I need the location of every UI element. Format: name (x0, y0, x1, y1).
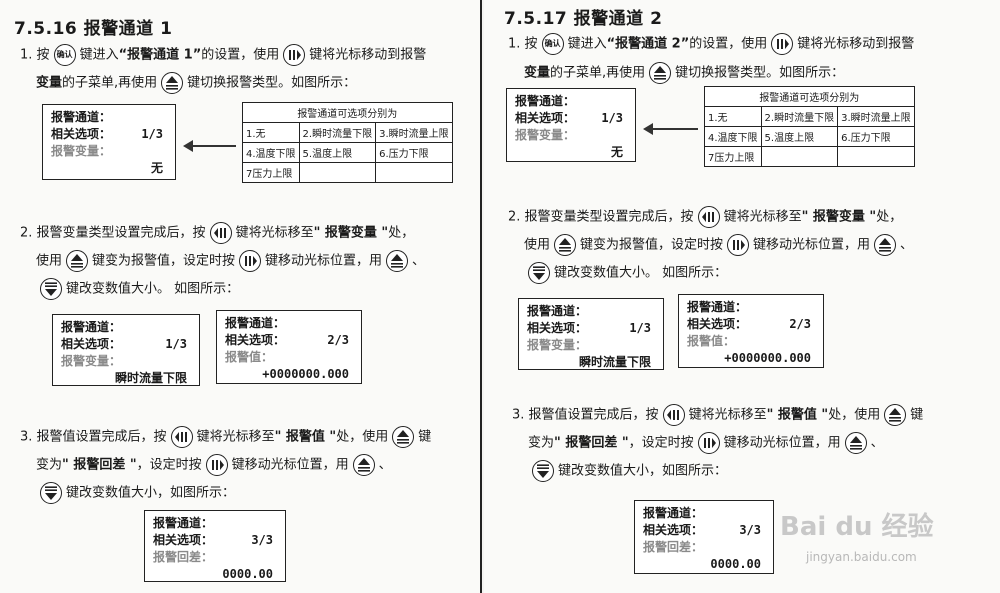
step-1-line-2: 变量的子菜单,再使用键切换报警类型。如图所示： (524, 62, 844, 84)
table-row: 7压力上限 (704, 146, 915, 167)
step-3-line-1: 3. 报警值设置完成后，按键将光标移至" 报警值 "处，使用键 (20, 426, 431, 448)
enter-key-icon: 确认 (53, 44, 76, 66)
lcd-screen: 报警通道： 相关选项：1/3 报警变量： 无 (42, 104, 176, 180)
lcd-screen: 报警通道： 相关选项：1/3 报警变量： 瞬时流量下限 (52, 314, 200, 386)
shift-key-icon (697, 432, 720, 454)
shift-key-icon (205, 454, 228, 476)
down-key-icon (532, 460, 554, 482)
down-key-icon (528, 262, 550, 284)
lcd-screen: 报警通道： 相关选项：1/3 报警变量： 无 (506, 88, 636, 162)
step-2-line-2: 使用键变为报警值，设定时按键移动光标位置，用、 (36, 250, 425, 272)
lcd-screen: 报警通道： 相关选项：3/3 报警回差： 0000.00 (144, 510, 286, 582)
down-key-icon (40, 278, 62, 300)
up-key-icon (386, 250, 409, 272)
step-3-line-3: 键改变数值大小，如图所示： (36, 482, 235, 504)
shift-left-key-icon (209, 222, 232, 244)
arrow-left-icon (643, 123, 698, 135)
up-key-icon (161, 72, 184, 94)
table-row: 7压力上限 (242, 162, 453, 183)
step-3-line-1: 3. 报警值设置完成后，按键将光标移至" 报警值 "处，使用键 (512, 404, 923, 426)
up-key-icon (352, 454, 375, 476)
lcd-screen: 报警通道： 相关选项：2/3 报警值： +0000000.000 (678, 294, 824, 368)
shift-left-key-icon (170, 426, 193, 448)
step-2-line-1: 2. 报警变量类型设置完成后，按键将光标移至" 报警变量 "处， (20, 222, 414, 244)
up-key-icon (874, 234, 897, 256)
step-3-line-2: 变为" 报警回差 "，设定时按键移动光标位置，用、 (528, 432, 884, 454)
up-key-icon (66, 250, 89, 272)
right-page: 7.5.17 报警通道 2 1. 按确认键进入“报警通道 2”的设置，使用键将光… (484, 0, 1000, 593)
section-heading: 7.5.16 报警通道 1 (14, 19, 173, 39)
step-2-line-2: 使用键变为报警值，设定时按键移动光标位置，用、 (524, 234, 913, 256)
enter-key-icon: 确认 (541, 33, 564, 55)
step-1-line-1: 1. 按确认键进入“报警通道 1”的设置，使用键将光标移动到报警 (20, 44, 426, 66)
lcd-screen: 报警通道： 相关选项：3/3 报警回差： 0000.00 (634, 500, 774, 574)
shift-key-icon (283, 44, 306, 66)
step-2-line-3: 键改变数值大小。 如图所示： (36, 278, 239, 300)
lcd-screen: 报警通道： 相关选项：1/3 报警变量： 瞬时流量下限 (518, 298, 664, 370)
down-key-icon (40, 482, 62, 504)
shift-key-icon (771, 33, 794, 55)
lcd-screen: 报警通道： 相关选项：2/3 报警值： +0000000.000 (216, 310, 362, 384)
watermark-url: jingyan.baidu.com (806, 550, 917, 564)
step-2-line-3: 键改变数值大小。 如图所示： (524, 262, 727, 284)
up-key-icon (844, 432, 867, 454)
up-key-icon (649, 62, 672, 84)
watermark-logo: Bai du 经验 (780, 512, 934, 542)
shift-key-icon (239, 250, 262, 272)
arrow-left-icon (183, 140, 236, 152)
up-key-icon (884, 404, 907, 426)
shift-left-key-icon (662, 404, 685, 426)
up-key-icon (392, 426, 415, 448)
step-1-line-2: 变量的子菜单,再使用键切换报警类型。如图所示： (36, 72, 356, 94)
step-3-line-3: 键改变数值大小，如图所示： (528, 460, 727, 482)
step-2-line-1: 2. 报警变量类型设置完成后，按键将光标移至" 报警变量 "处， (508, 206, 902, 228)
up-key-icon (554, 234, 577, 256)
left-page: 7.5.16 报警通道 1 1. 按确认键进入“报警通道 1”的设置，使用键将光… (0, 0, 482, 593)
shift-key-icon (727, 234, 750, 256)
step-1-line-1: 1. 按确认键进入“报警通道 2”的设置，使用键将光标移动到报警 (508, 33, 914, 55)
section-heading: 7.5.17 报警通道 2 (504, 9, 663, 29)
step-3-line-2: 变为" 报警回差 "，设定时按键移动光标位置，用、 (36, 454, 392, 476)
shift-left-key-icon (697, 206, 720, 228)
